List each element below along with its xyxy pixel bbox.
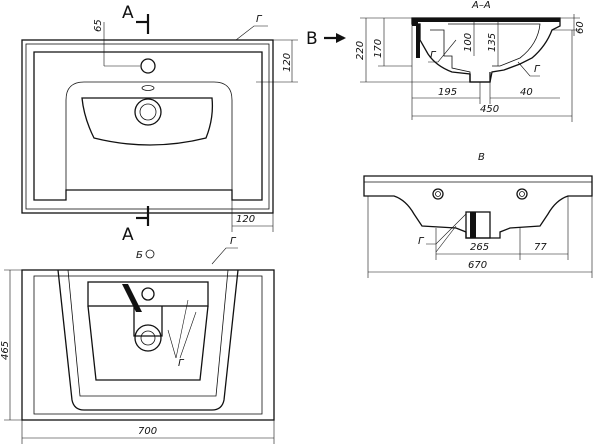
view-b-indicator: В <box>306 29 346 49</box>
radius-label-vb: Г <box>418 236 425 247</box>
view-b-profile <box>363 175 593 239</box>
view-b: В 265 77 670 Г <box>363 152 593 278</box>
tap-hole <box>140 58 156 74</box>
section-aa-bowl-inner <box>448 23 541 67</box>
radius-leader-sec-a <box>428 39 457 63</box>
bottom-view-outer <box>21 269 275 421</box>
view-b-hole-right <box>516 188 528 200</box>
bottom-view-overflow-channel <box>122 284 142 312</box>
radius-label-bot: Г <box>178 358 185 369</box>
radius-leader-bot-top <box>211 247 238 265</box>
radius-label-bot-top: Г <box>230 236 237 247</box>
bottom-view-inner-frame <box>33 275 263 415</box>
radius-label-sec-b: Г <box>534 64 541 75</box>
view-b-label: В <box>306 29 318 49</box>
radius-label-top: Г <box>256 14 263 25</box>
dim-700-label: 700 <box>138 426 157 437</box>
view-b-title: В <box>478 152 485 163</box>
radius-leader-top <box>235 25 268 41</box>
radius-leader-sec-b <box>517 61 540 77</box>
dim-120b-label: 120 <box>236 214 255 225</box>
view-b-hole-left-inner <box>435 191 441 197</box>
section-aa-wall-hatch <box>412 18 420 58</box>
bottom-view-bowl-inner <box>67 269 229 397</box>
view-b-drain-fill <box>470 212 476 238</box>
bottom-view-drain-inner <box>140 330 156 346</box>
dim-450-label: 450 <box>480 104 499 115</box>
section-aa: А–А 220 170 100 135 60 195 <box>355 0 586 122</box>
overflow-hole <box>141 85 155 91</box>
dim-100-label: 100 <box>463 33 474 52</box>
dim-40-label: 40 <box>520 87 533 98</box>
dim-265-label: 265 <box>470 242 489 253</box>
dim-465-label: 465 <box>0 341 11 360</box>
dim-135-label: 135 <box>487 33 498 52</box>
top-view-bowl-outline <box>65 81 233 190</box>
bottom-view-drain-neck <box>133 306 163 337</box>
dim-60-label: 60 <box>575 21 586 34</box>
bottom-view-drain-outer <box>134 324 162 352</box>
dim-77-label: 77 <box>534 242 547 253</box>
bottom-view-shelf <box>87 281 209 307</box>
top-view-inner-outline <box>33 51 263 201</box>
view-b-drain <box>465 211 491 239</box>
dim-120r-label: 120 <box>282 53 293 72</box>
bottom-view: Б 465 700 Г Г <box>0 236 275 444</box>
detail-marker-circle <box>145 249 155 259</box>
bottom-view-trap <box>87 305 209 381</box>
drain-inner <box>139 103 157 121</box>
drain-outer <box>134 98 162 126</box>
radius-leader-bot-a <box>175 299 189 359</box>
bottom-view-tap-hole <box>141 287 155 301</box>
radius-leader-bot-c <box>167 329 177 359</box>
section-label-top: А <box>122 3 134 23</box>
dim-65-label: 65 <box>93 19 104 32</box>
dim-670-label: 670 <box>468 260 487 271</box>
radius-leader-bot-b <box>179 311 197 359</box>
radius-leader-vb-a <box>426 213 467 245</box>
section-aa-rim-hatch <box>418 18 560 22</box>
top-view-basin-shape <box>81 97 214 146</box>
radius-label-sec-a: Г <box>430 50 437 61</box>
detail-marker-label: Б <box>136 250 143 261</box>
radius-leader-vb-b <box>435 225 457 253</box>
top-view-rim-line <box>25 43 270 210</box>
top-view-outer-outline <box>21 39 274 214</box>
view-b-hole-right-inner <box>519 191 525 197</box>
section-aa-title: А–А <box>471 0 491 11</box>
section-label-bottom: А <box>122 225 134 245</box>
top-view: А А 65 120 120 Г <box>21 3 298 245</box>
dim-220-label: 220 <box>355 41 366 60</box>
dim-170-label: 170 <box>373 39 384 58</box>
bottom-view-bowl <box>57 269 239 411</box>
view-b-hole-left <box>432 188 444 200</box>
dim-195-label: 195 <box>438 87 457 98</box>
section-aa-overflow <box>430 29 471 78</box>
section-aa-drain <box>469 72 491 83</box>
view-b-arrowhead <box>336 33 346 43</box>
